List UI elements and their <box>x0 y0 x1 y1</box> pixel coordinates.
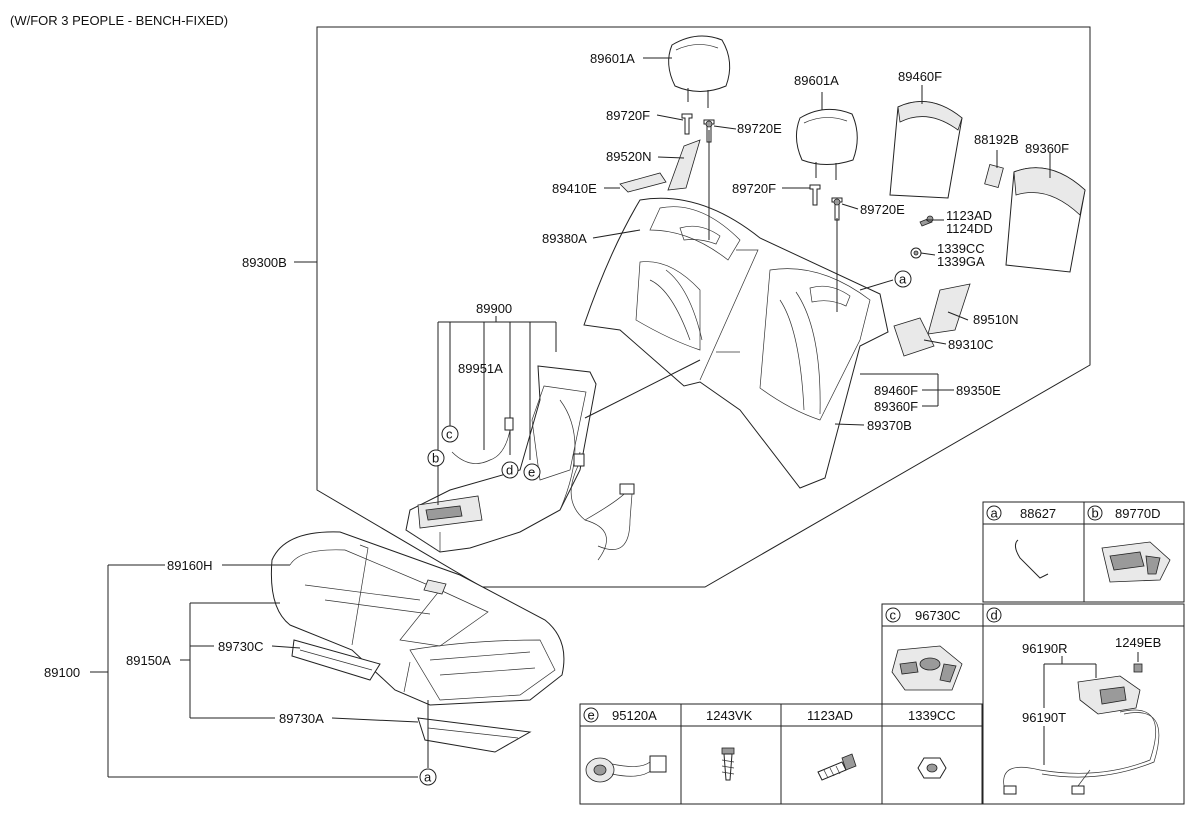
diagram-title: (W/FOR 3 PEOPLE - BENCH-FIXED) <box>10 13 228 28</box>
module-96730C-icon <box>891 645 963 691</box>
callout-b: b <box>432 451 439 466</box>
armrest-leaders <box>437 316 557 505</box>
cushion-leaders <box>90 564 429 778</box>
label-1123AD: 1123AD <box>946 208 992 223</box>
clip-88627-icon <box>1014 539 1049 579</box>
legend-ab: a 88627 b 89770D <box>982 501 1185 603</box>
label-89380A: 89380A <box>542 231 587 246</box>
backrest-assembly-outline <box>316 26 1091 588</box>
bolt-1123AD <box>919 215 934 227</box>
label-89601A-1: 89601A <box>590 51 635 66</box>
callout-c: c <box>446 427 453 442</box>
legend-c-letter: c <box>890 608 897 623</box>
legend-d-part-96190T: 96190T <box>1022 710 1066 725</box>
label-88192B: 88192B <box>974 132 1019 147</box>
unit-96190R-icon <box>1077 663 1143 715</box>
legend-a-part: 88627 <box>1020 506 1056 521</box>
legend-e-part: 95120A <box>612 708 657 723</box>
assembly-callouts: a c b d e <box>427 270 912 481</box>
label-89350E: 89350E <box>956 383 1001 398</box>
switch-89770D-icon <box>1101 541 1171 583</box>
legend-d-part-1249EB: 1249EB <box>1115 635 1161 650</box>
callout-a-top: a <box>899 272 907 287</box>
legend-cd: c 96730C d 96190R 1249EB 96190T <box>881 603 1185 805</box>
harness-95120A-icon <box>585 755 667 783</box>
label-89720E-1: 89720E <box>737 121 782 136</box>
label-89310C: 89310C <box>948 337 994 352</box>
label-89100: 89100 <box>44 665 80 680</box>
label-89951A: 89951A <box>458 361 503 376</box>
callout-a-bottom: a <box>424 770 432 785</box>
legend-extra-1339CC: 1339CC <box>908 708 956 723</box>
armrest-89900 <box>405 365 597 553</box>
label-89720E-2: 89720E <box>860 202 905 217</box>
legend-b-letter: b <box>1092 506 1099 521</box>
legend-d-part-96190R: 96190R <box>1022 641 1068 656</box>
label-89520N: 89520N <box>606 149 652 164</box>
legend-c-part: 96730C <box>915 608 961 623</box>
label-1124DD: 1124DD <box>946 221 993 236</box>
label-89360F-top: 89360F <box>1025 141 1069 156</box>
label-89370B: 89370B <box>867 418 912 433</box>
legend-d-letter: d <box>991 608 998 623</box>
legend-e: e 95120A 1243VK 1123AD 1339CC <box>579 703 983 805</box>
cable-96190T-icon <box>1003 709 1160 795</box>
headrest-left <box>668 35 731 108</box>
legend-extra-1243VK: 1243VK <box>706 708 753 723</box>
part-labels: 89601A 89720F 89720E 89520N 89410E 89601… <box>44 51 1069 726</box>
label-89720F-2: 89720F <box>732 181 776 196</box>
label-89460F-top: 89460F <box>898 69 942 84</box>
back-cover-89360F <box>1005 167 1086 273</box>
callout-d: d <box>506 463 513 478</box>
label-89360F-mid: 89360F <box>874 399 918 414</box>
legend-extra-1123AD: 1123AD <box>807 708 853 723</box>
label-89300B: 89300B <box>242 255 287 270</box>
label-1339CC: 1339CC <box>937 241 985 256</box>
legend-e-letter: e <box>588 708 595 723</box>
seat-mat-89730C <box>291 639 381 681</box>
seat-mat-89730A <box>417 717 532 753</box>
bracket-89410E <box>619 172 667 193</box>
wire-harness <box>570 451 635 561</box>
label-89460F-mid: 89460F <box>874 383 918 398</box>
bracket-89310C <box>893 317 935 357</box>
screw-1243VK-icon <box>721 747 735 781</box>
label-1339GA: 1339GA <box>937 254 985 269</box>
label-89510N: 89510N <box>973 312 1019 327</box>
label-89730A: 89730A <box>279 711 324 726</box>
seat-cushion <box>270 531 565 706</box>
label-89730C: 89730C <box>218 639 264 654</box>
label-89150A: 89150A <box>126 653 171 668</box>
label-89410E: 89410E <box>552 181 597 196</box>
label-89900: 89900 <box>476 301 512 316</box>
legend-a-letter: a <box>991 506 999 521</box>
label-89160H: 89160H <box>167 558 213 573</box>
nut-1339CC-icon <box>917 757 947 779</box>
trim-89520N <box>667 139 701 191</box>
trim-89510N <box>927 283 971 335</box>
headrest-center <box>796 108 858 180</box>
label-89720F-1: 89720F <box>606 108 650 123</box>
label-89601A-2: 89601A <box>794 73 839 88</box>
seat-back-frame <box>583 197 889 489</box>
legend-b-part: 89770D <box>1115 506 1161 521</box>
callout-e: e <box>528 465 535 480</box>
nut-1339CC <box>910 247 922 259</box>
clip-88192B <box>984 164 1004 188</box>
bolt-1123AD-icon <box>817 753 857 781</box>
back-cover-89460F <box>889 101 963 199</box>
backrest-leaders <box>294 57 1051 426</box>
